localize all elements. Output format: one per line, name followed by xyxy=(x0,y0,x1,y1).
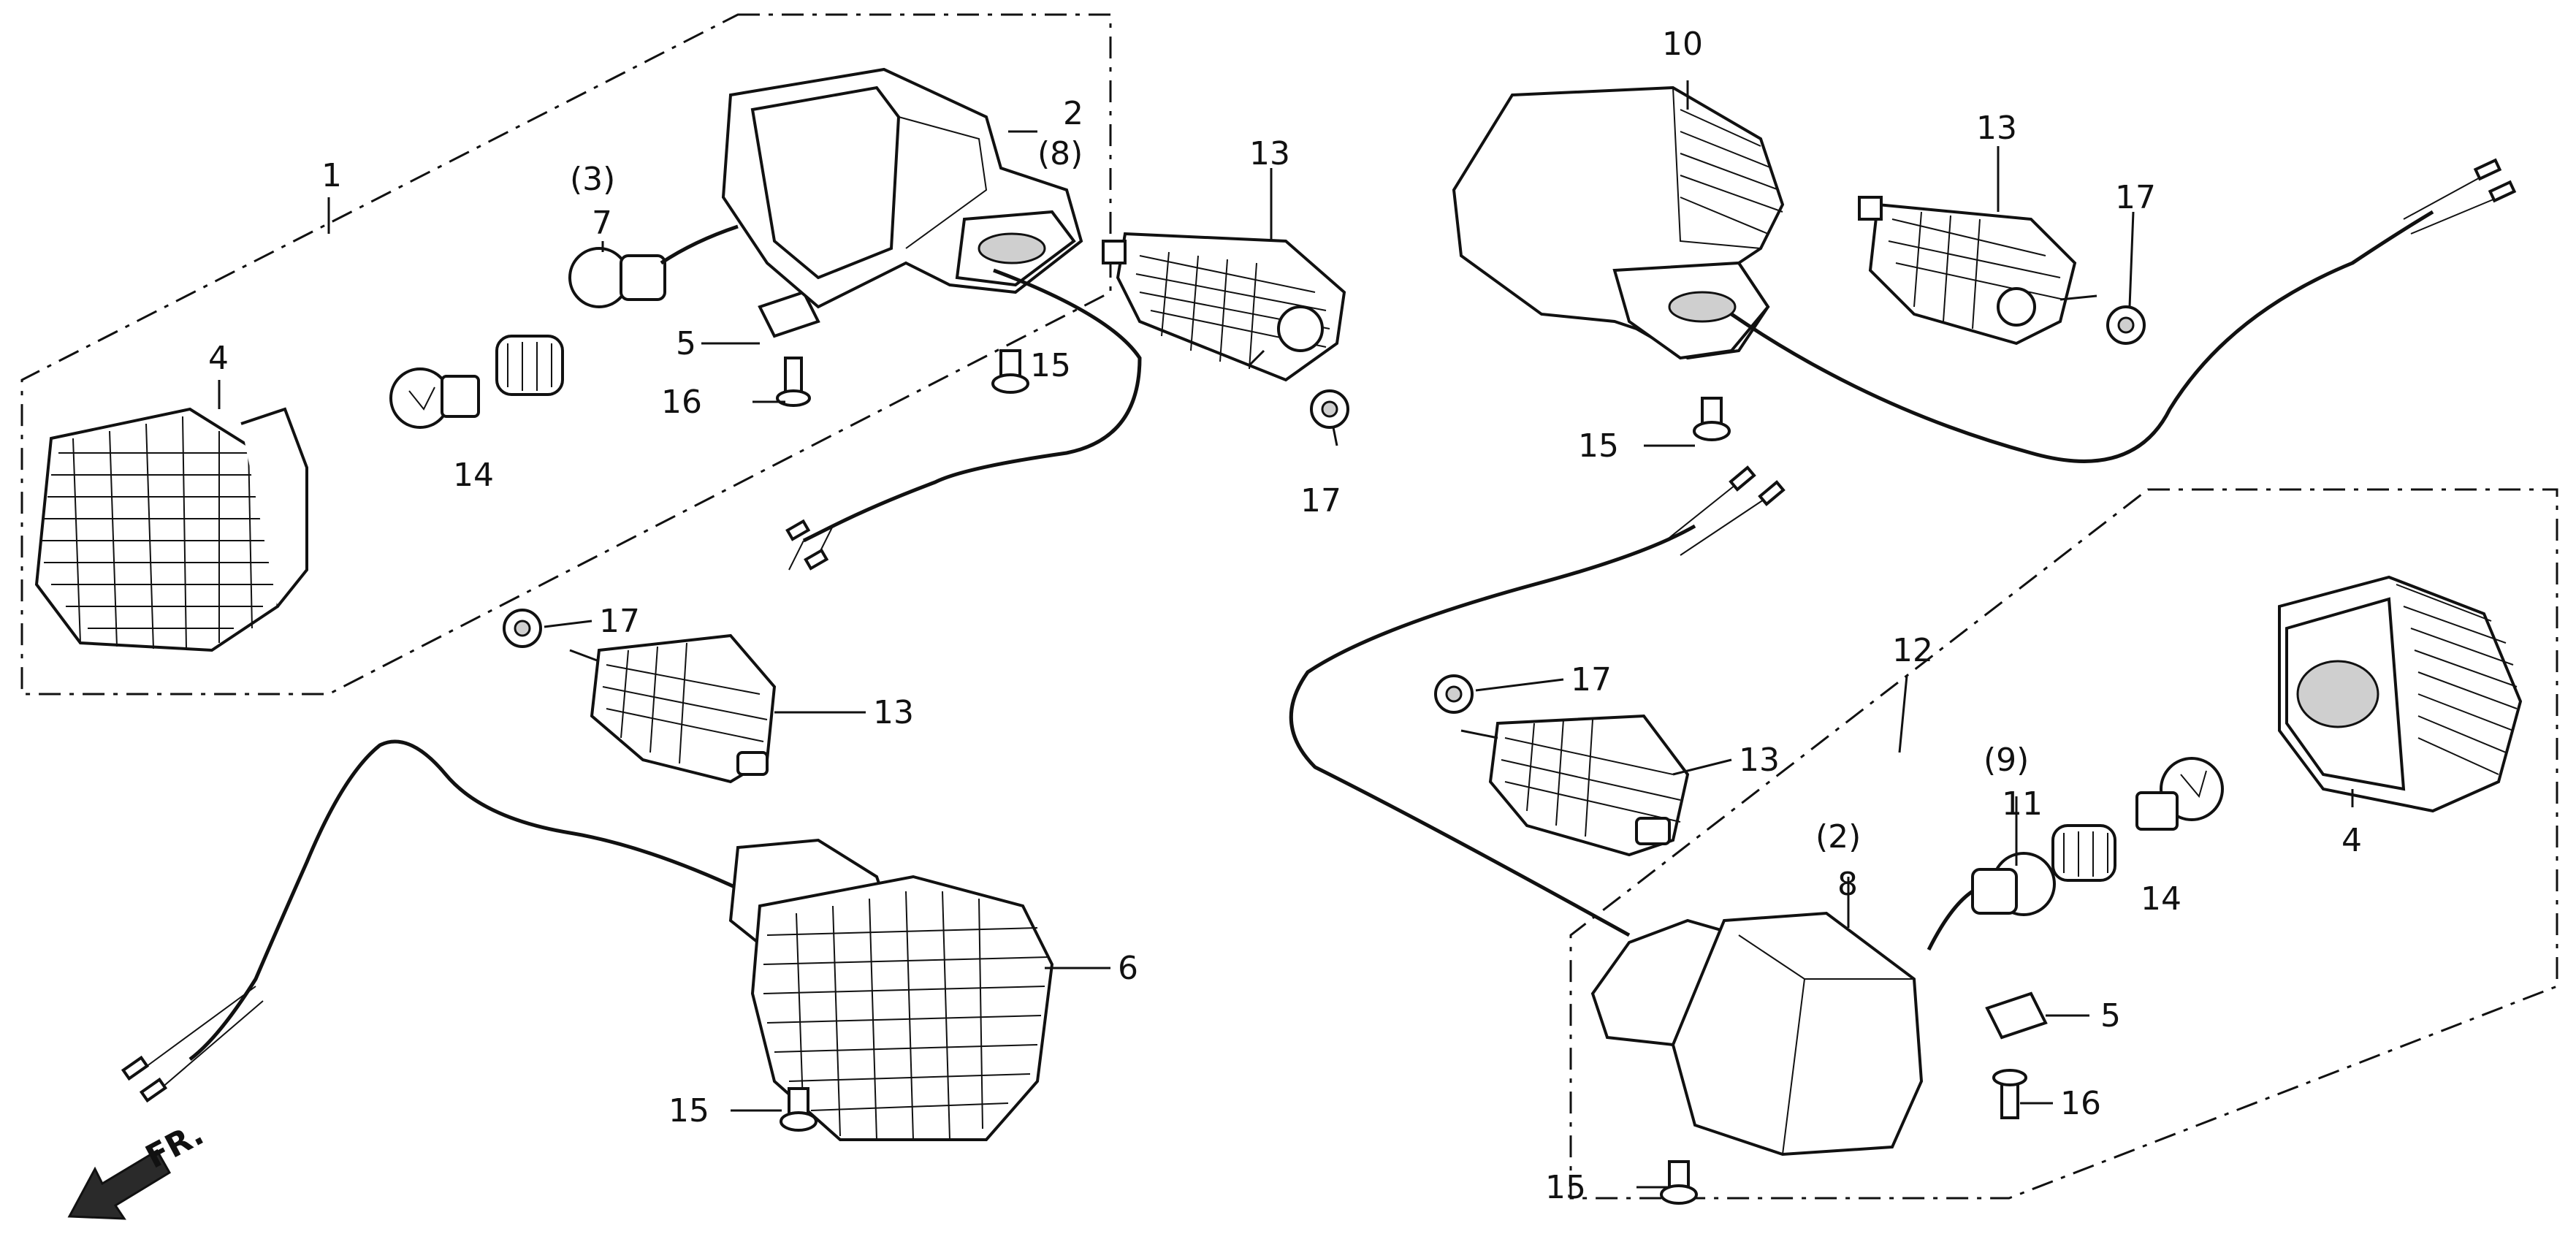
label-15-right: 15 xyxy=(1578,427,1619,465)
socket-11 xyxy=(1927,852,2056,951)
rear-right-assembly-outline xyxy=(20,13,1112,696)
label-17-lower-right: 17 xyxy=(1571,661,1612,698)
winker-housing-10 xyxy=(1452,85,2517,463)
label-8: 8 xyxy=(1837,866,1858,903)
label-15-lower-left: 15 xyxy=(668,1092,709,1129)
label-17-right: 17 xyxy=(2115,179,2156,216)
label-5-top: 5 xyxy=(676,325,696,362)
winker-housing-8 xyxy=(1289,465,1924,1157)
label-16-top: 16 xyxy=(661,384,702,421)
rubber-mount-13-top xyxy=(1102,232,1346,382)
label-8-paren: (8) xyxy=(1037,135,1083,172)
label-9-paren: (9) xyxy=(1984,742,2029,779)
bolt-15-lower-left xyxy=(780,1087,818,1132)
label-13-lower-left: 13 xyxy=(873,694,914,731)
screw-16-top xyxy=(776,357,811,407)
screw-16-right xyxy=(1992,1069,2027,1119)
bulb-14-right xyxy=(2135,757,2224,831)
leader-lines xyxy=(218,80,2354,1189)
clip-nut-5-top xyxy=(758,290,820,338)
label-3-paren: (3) xyxy=(570,161,615,198)
nut-17-right xyxy=(2106,305,2146,345)
label-14-top: 14 xyxy=(453,457,494,494)
socket-7-top xyxy=(568,224,739,308)
label-10: 10 xyxy=(1662,26,1703,63)
label-4-right: 4 xyxy=(2341,822,2362,859)
label-16-right: 16 xyxy=(2060,1085,2101,1122)
label-15-top: 15 xyxy=(1030,347,1071,384)
label-13-top: 13 xyxy=(1249,135,1290,172)
label-2: 2 xyxy=(1063,95,1083,132)
front-arrow-icon xyxy=(67,1148,172,1220)
rubber-mount-13-lower-left xyxy=(569,633,777,784)
winker-lens-4-right xyxy=(2278,575,2523,813)
label-13-lower-right: 13 xyxy=(1739,742,1780,779)
clip-nut-5-right xyxy=(1985,991,2048,1040)
label-11: 11 xyxy=(2002,785,2043,823)
label-6: 6 xyxy=(1118,950,1138,987)
nut-17-lower-left xyxy=(503,609,542,648)
bulb-14-top xyxy=(389,367,480,429)
winker-6 xyxy=(121,739,1054,1141)
rubber-mount-13-right xyxy=(1858,196,2097,346)
nut-17-top xyxy=(1310,389,1349,429)
winker-lens-4-top xyxy=(34,407,308,652)
spring-top xyxy=(495,335,564,396)
rubber-mount-13-lower-right xyxy=(1460,714,1690,857)
bolt-15-right xyxy=(1693,397,1731,441)
front-right-assembly-outline xyxy=(1569,488,2558,1200)
label-7: 7 xyxy=(592,205,612,242)
label-12: 12 xyxy=(1892,632,1933,669)
label-1: 1 xyxy=(321,157,342,194)
nut-17-lower-right xyxy=(1434,674,1474,714)
reference-labels: 1 2 (8) (3) 7 4 5 16 14 13 15 17 10 13 1… xyxy=(208,26,2362,1206)
label-2-paren: (2) xyxy=(1815,818,1861,856)
bolt-15-lower-right xyxy=(1660,1160,1698,1205)
spring-right xyxy=(2051,824,2116,882)
bolt-15-top xyxy=(991,349,1029,394)
label-5-right: 5 xyxy=(2100,997,2121,1035)
front-direction-arrow: FR. xyxy=(67,1115,210,1220)
label-14-right: 14 xyxy=(2141,880,2181,918)
label-13-right: 13 xyxy=(1976,110,2017,147)
label-17-lower-left: 17 xyxy=(599,603,640,640)
winker-housing-2-top xyxy=(721,67,1142,571)
label-4-top: 4 xyxy=(208,340,229,377)
label-15-lower-right: 15 xyxy=(1545,1169,1586,1206)
label-17-top: 17 xyxy=(1300,482,1341,519)
